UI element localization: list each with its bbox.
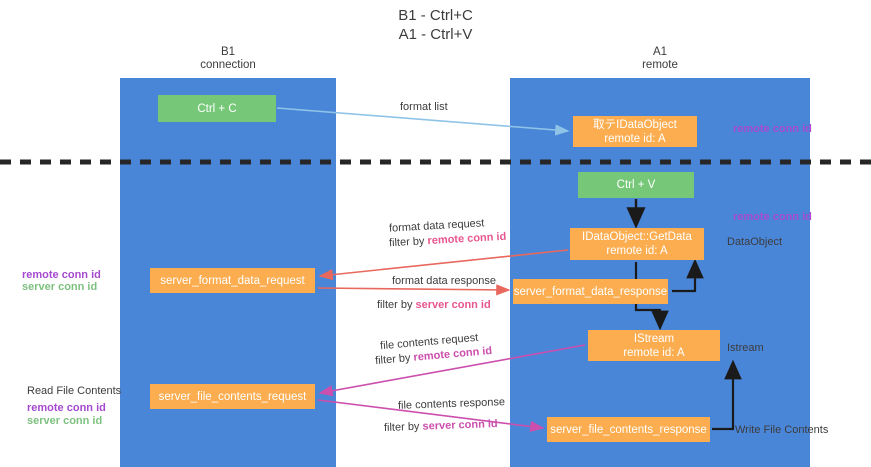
node-idataobject[interactable]: 取テIDataObject remote id: A — [573, 116, 697, 147]
node-server-file-contents-request[interactable]: server_file_contents_request — [150, 384, 315, 409]
column-title-a1: A1 remote — [642, 46, 678, 71]
node-ctrl-v-label: Ctrl + V — [616, 179, 656, 191]
arrow-label-format-data-response-filter: filter by server conn id — [377, 299, 491, 312]
node-istream[interactable]: IStream remote id: A — [588, 330, 720, 361]
node-ctrl-c-label: Ctrl + C — [197, 102, 237, 115]
arrow-label-file-contents-response: file contents response — [397, 396, 506, 412]
side-label-read-file-contents: Read File Contents — [27, 385, 122, 397]
side-label-mid-remote-conn-id: remote conn id — [22, 269, 101, 281]
node-istream-subtitle: remote id: A — [623, 346, 685, 359]
side-label-remote-conn-id-top: remote conn id — [733, 123, 812, 135]
filter-prefix: filter by — [377, 299, 416, 311]
node-idataobject-label: 取テIDataObject — [593, 118, 677, 131]
node-server-format-data-response-label: server_format_data_response — [513, 285, 668, 298]
side-label-istream: Istream — [727, 342, 764, 354]
node-ctrl-c[interactable]: Ctrl + C — [158, 95, 276, 122]
node-getdata-subtitle: remote id: A — [606, 245, 668, 257]
side-label-left-server-conn-id: server conn id — [27, 415, 103, 427]
node-istream-label: IStream — [633, 332, 675, 345]
column-title-b1: B1 connection — [200, 46, 256, 71]
node-server-format-data-request-label: server_format_data_request — [160, 274, 305, 287]
node-idataobject-subtitle: remote id: A — [604, 132, 666, 145]
node-server-format-data-request[interactable]: server_format_data_request — [150, 268, 315, 293]
filter-key: server conn id — [415, 299, 491, 311]
node-server-file-contents-request-label: server_file_contents_request — [158, 390, 307, 403]
arrow-label-format-list: format list — [400, 101, 448, 113]
arrow-label-file-contents-response-filter: filter by server conn id — [384, 418, 498, 435]
node-server-file-contents-response-label: server_file_contents_response — [550, 423, 707, 436]
arrow-label-format-data-response: format data response — [392, 275, 496, 287]
filter-prefix: filter by — [383, 420, 423, 434]
filter-key: remote conn id — [427, 230, 507, 248]
side-label-left-remote-conn-id: remote conn id — [27, 402, 106, 414]
node-server-file-contents-response[interactable]: server_file_contents_response — [547, 417, 710, 442]
page-title: B1 - Ctrl+C A1 - Ctrl+V — [398, 7, 473, 43]
node-getdata-label: IDataObject::GetData — [582, 231, 692, 243]
side-label-mid-server-conn-id: server conn id — [22, 281, 98, 293]
side-label-dataobject: DataObject — [727, 236, 783, 248]
node-ctrl-v[interactable]: Ctrl + V — [578, 172, 694, 198]
filter-prefix: filter by — [374, 351, 415, 368]
filter-key: server conn id — [422, 418, 498, 433]
side-label-remote-conn-id-mid: remote conn id — [733, 211, 812, 223]
side-label-write-file-contents: Write File Contents — [735, 424, 829, 436]
node-idataobject-getdata[interactable]: IDataObject::GetData remote id: A — [570, 228, 704, 260]
filter-prefix: filter by — [388, 235, 428, 250]
node-server-format-data-response[interactable]: server_format_data_response — [513, 279, 668, 304]
arrow-format-data-response — [317, 284, 511, 296]
